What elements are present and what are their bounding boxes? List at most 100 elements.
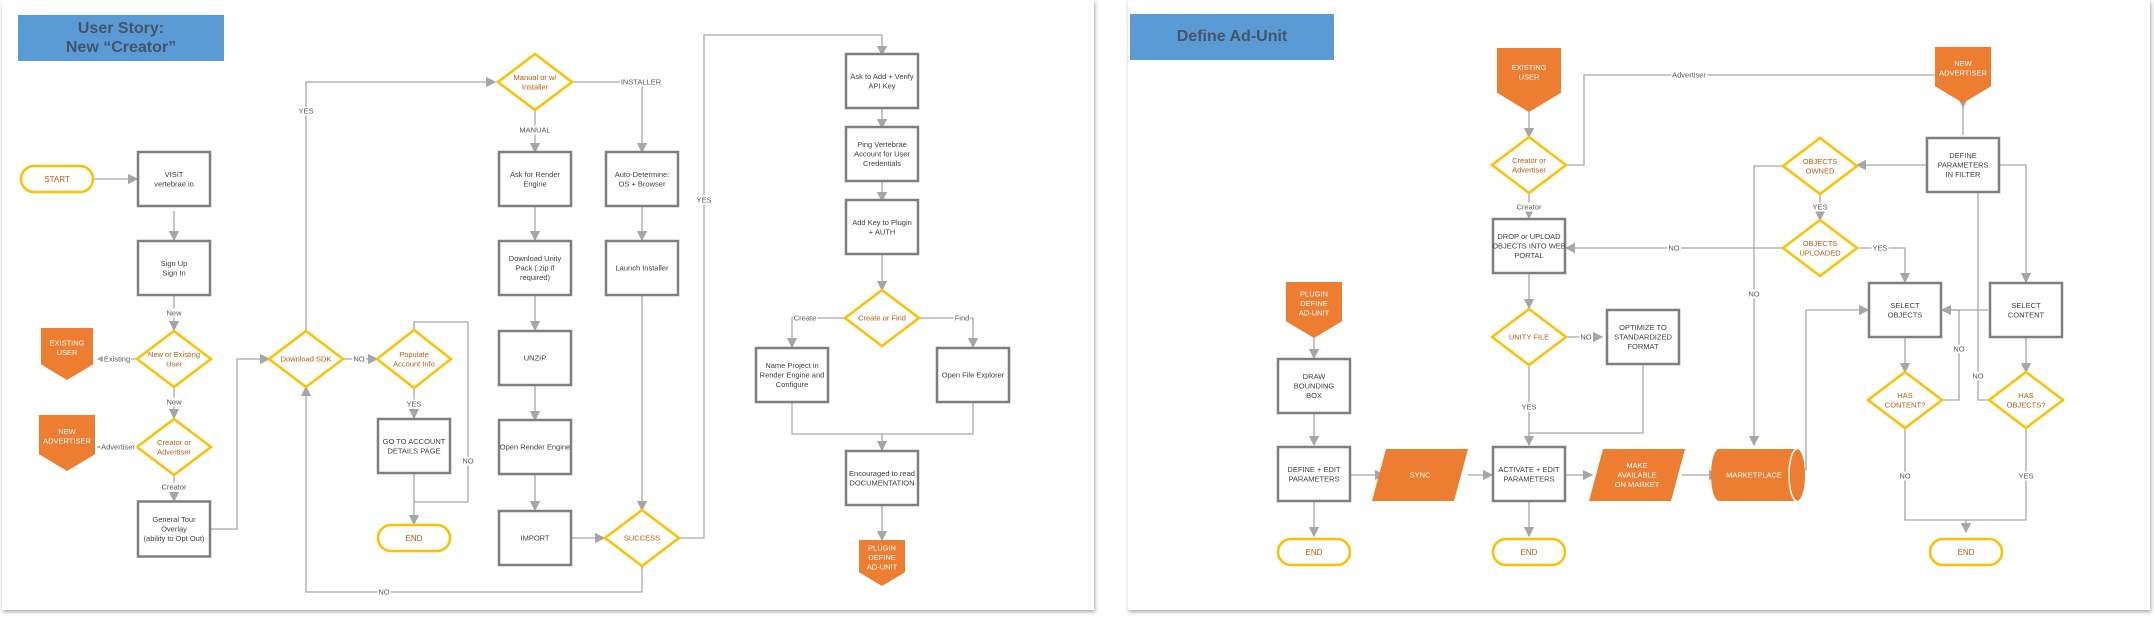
label-manual: MANUAL [519,126,550,135]
creator-advertiser-diamond [134,417,214,477]
new-advertiser-shape-r [1935,47,1991,103]
unzip-box [497,329,573,387]
launch-installer-box-label: Launch Installer [616,264,669,273]
add-key-box-label: Add Key to Plugin+ AUTH [852,218,912,237]
edge-explorer-encouraged [882,402,974,435]
label-no-success: NO [378,588,389,597]
success-diamond-label: SUCCESS [624,534,660,543]
signup-box [136,239,212,297]
plugin-define-shape [859,540,905,586]
has-content-diamond [1865,370,1945,430]
label-new-1: New [166,309,182,318]
ping-box [844,125,920,183]
import-box-label: IMPORT [520,534,549,543]
name-project-box [754,346,830,404]
label-existing: Existing [104,355,130,364]
edge-installer [572,81,648,154]
ask-render-box [497,150,573,208]
edge-hasobjects-no [1977,165,1989,401]
edge-marketplace-select [1800,304,1870,471]
label-advertiser-r: Advertiser [1672,71,1706,80]
label-advertiser: Advertiser [101,443,135,452]
select-objects-box [1867,281,1943,339]
label-yes-populate: YES [406,400,421,409]
label-new-2: New [166,398,182,407]
unzip-box-label: UNZIP [524,354,547,363]
download-sdk-diamond-label: Download SDK [281,355,332,364]
has-objects-diamond [1986,370,2066,430]
plugin-define-shape-r [1286,282,1342,338]
label-creator: Creator [161,483,187,492]
edge-tour-sdk [211,353,271,530]
ask-api-box [844,52,920,110]
end-terminal-right [1928,537,2004,567]
end-terminal-1-label: END [406,534,423,543]
edge-populate-no [413,321,469,503]
sync-shape [1372,449,1468,501]
label-yes-unity: YES [1521,403,1536,412]
label-yes-objects: YES [2018,472,2033,481]
edge-uploaded-yes [1857,247,1911,284]
label-no-sdk: NO [353,355,364,364]
label-no-owned: NO [1748,290,1759,299]
right-title: Define Ad-Unit [1130,14,1334,60]
download-unity-box [497,239,573,297]
edge-hascontent-no [1940,304,1960,401]
edge-success-yes [679,34,888,539]
activate-box [1491,445,1567,503]
optimize-box [1605,308,1681,366]
left-title-line1: User Story: [77,19,165,37]
auto-determine-box-label: Auto-Determine:OS + Browser [615,170,670,189]
objects-uploaded-diamond [1780,218,1860,278]
end-terminal-left [1276,537,1352,567]
edge-hasobjects-yes [1966,428,2027,521]
label-no-objects: NO [1972,372,1983,381]
launch-installer-box [604,239,680,297]
make-available-shape [1589,449,1685,501]
open-render-box-label: Open Render Engine [500,443,570,452]
edge-name-encouraged [791,402,888,452]
drop-upload-box [1491,217,1567,275]
define-filter-box [1925,136,2001,194]
left-title-line2: New “Creator” [65,39,177,56]
manual-installer-diamond [495,52,575,112]
end-terminal-left-label: END [1306,548,1323,557]
edge-create [786,317,845,349]
objects-owned-diamond [1780,136,1860,196]
select-content-box [1988,281,2064,339]
tour-box [136,500,212,558]
edge-success-no [300,385,643,593]
define-edit-box [1276,445,1352,503]
label-yes-success: YES [696,196,711,205]
label-no-content: NO [1953,345,1964,354]
label-yes-sdk: YES [298,107,313,116]
label-no-populate: NO [462,457,473,466]
unity-file-diamond-label: UNITY FILE [1509,333,1549,342]
end-terminal-mid [1491,537,1567,567]
edge-optimize-activate [1529,364,1644,434]
label-no-content-down: NO [1899,472,1910,481]
edge-find [919,317,979,349]
auto-determine-box [604,150,680,208]
